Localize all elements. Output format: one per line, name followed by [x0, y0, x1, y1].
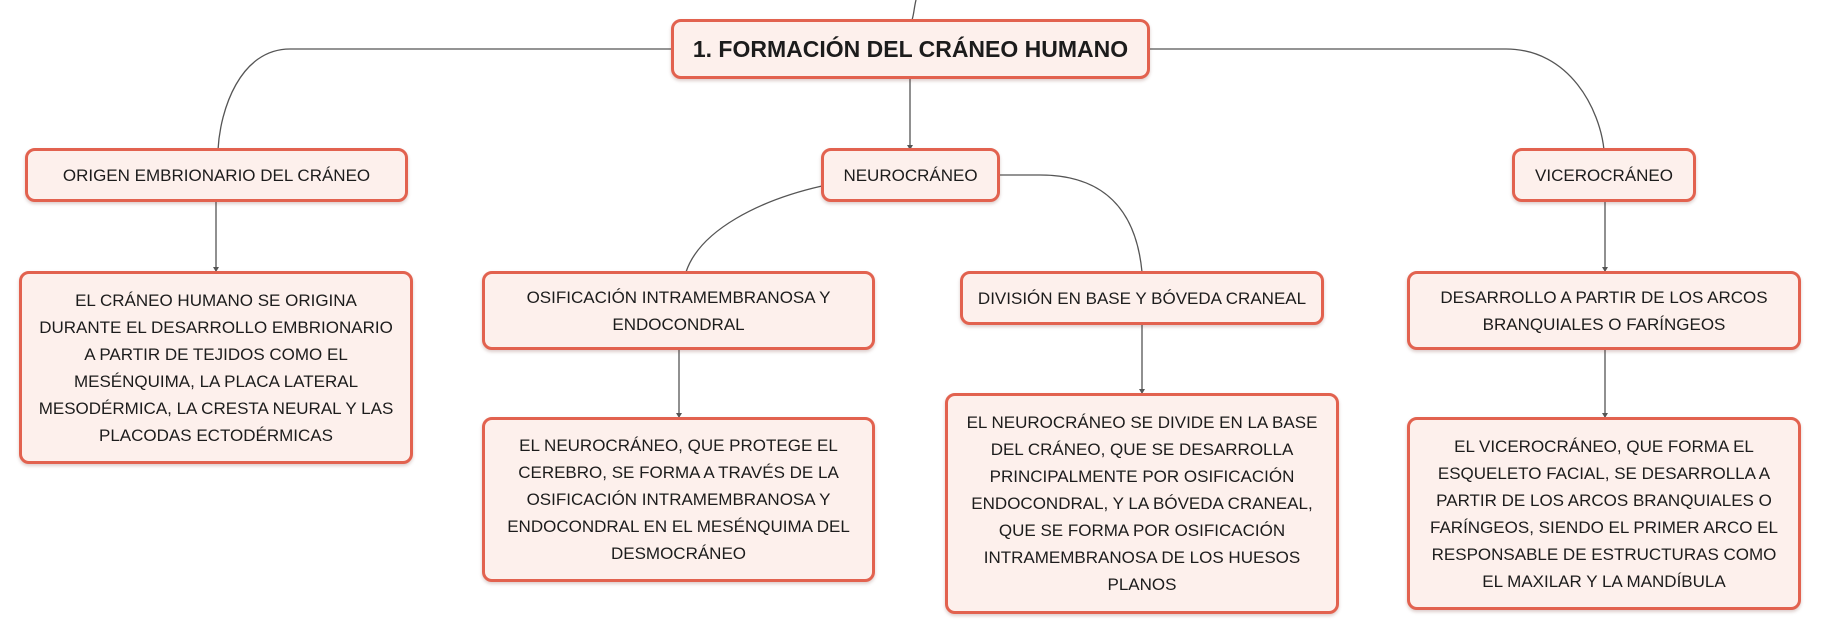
link-neuro-osif — [685, 185, 823, 273]
topic-neurocraneo[interactable]: NEUROCRÁNEO — [821, 148, 1000, 202]
link-root-origen — [217, 48, 673, 151]
link-root-parent — [911, 0, 917, 21]
detail-origen-embrionario[interactable]: EL CRÁNEO HUMANO SE ORIGINA DURANTE EL D… — [19, 271, 413, 464]
detail-osificacion[interactable]: EL NEUROCRÁNEO, QUE PROTEGE EL CEREBRO, … — [482, 417, 875, 582]
detail-vicerocraneo[interactable]: EL VICEROCRÁNEO, QUE FORMA EL ESQUELETO … — [1407, 417, 1801, 610]
topic-division-base-boveda[interactable]: DIVISIÓN EN BASE Y BÓVEDA CRANEAL — [960, 271, 1324, 325]
topic-osificacion[interactable]: OSIFICACIÓN INTRAMEMBRANOSA Y ENDOCONDRA… — [482, 271, 875, 350]
root-topic[interactable]: 1. FORMACIÓN DEL CRÁNEO HUMANO — [671, 19, 1150, 79]
topic-origen-embrionario[interactable]: ORIGEN EMBRIONARIO DEL CRÁNEO — [25, 148, 408, 202]
topic-desarrollo-arcos[interactable]: DESARROLLO A PARTIR DE LOS ARCOS BRANQUI… — [1407, 271, 1801, 350]
link-root-vicero — [1148, 48, 1605, 151]
link-neuro-division — [1000, 174, 1143, 273]
detail-division-base-boveda[interactable]: EL NEUROCRÁNEO SE DIVIDE EN LA BASE DEL … — [945, 393, 1339, 614]
topic-vicerocraneo[interactable]: VICEROCRÁNEO — [1512, 148, 1696, 202]
